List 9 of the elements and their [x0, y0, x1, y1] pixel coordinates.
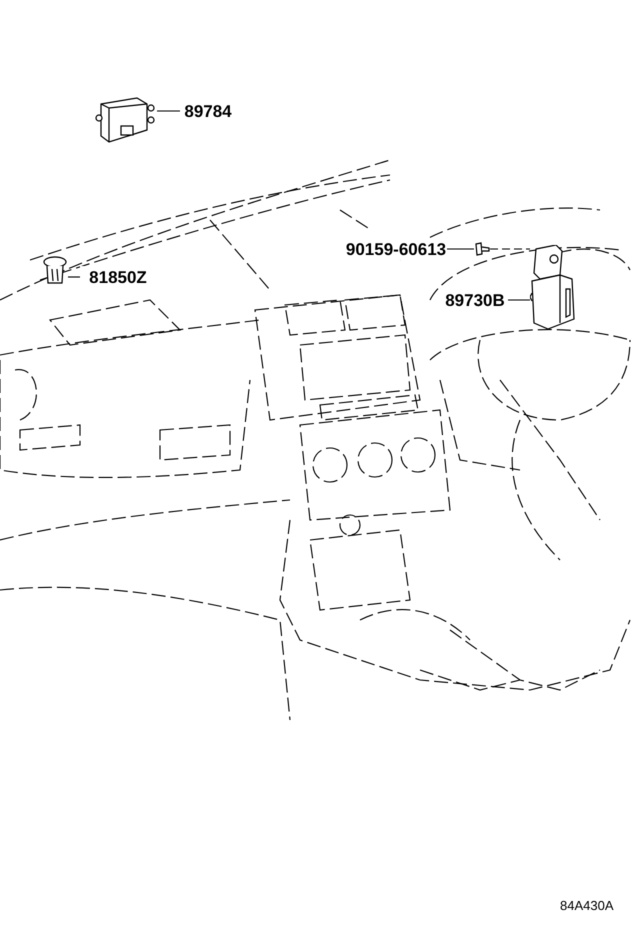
- leader-line: [447, 248, 474, 250]
- part-number: 90159-60613: [345, 238, 447, 260]
- control-unit-drawing: [530, 245, 576, 331]
- leader-line: [157, 110, 180, 112]
- leader-line: [508, 299, 530, 301]
- leader-line: [490, 248, 530, 250]
- leader-line: [68, 276, 80, 278]
- diagram-code: 84A430A: [560, 897, 614, 915]
- bolt-drawing: [474, 242, 490, 256]
